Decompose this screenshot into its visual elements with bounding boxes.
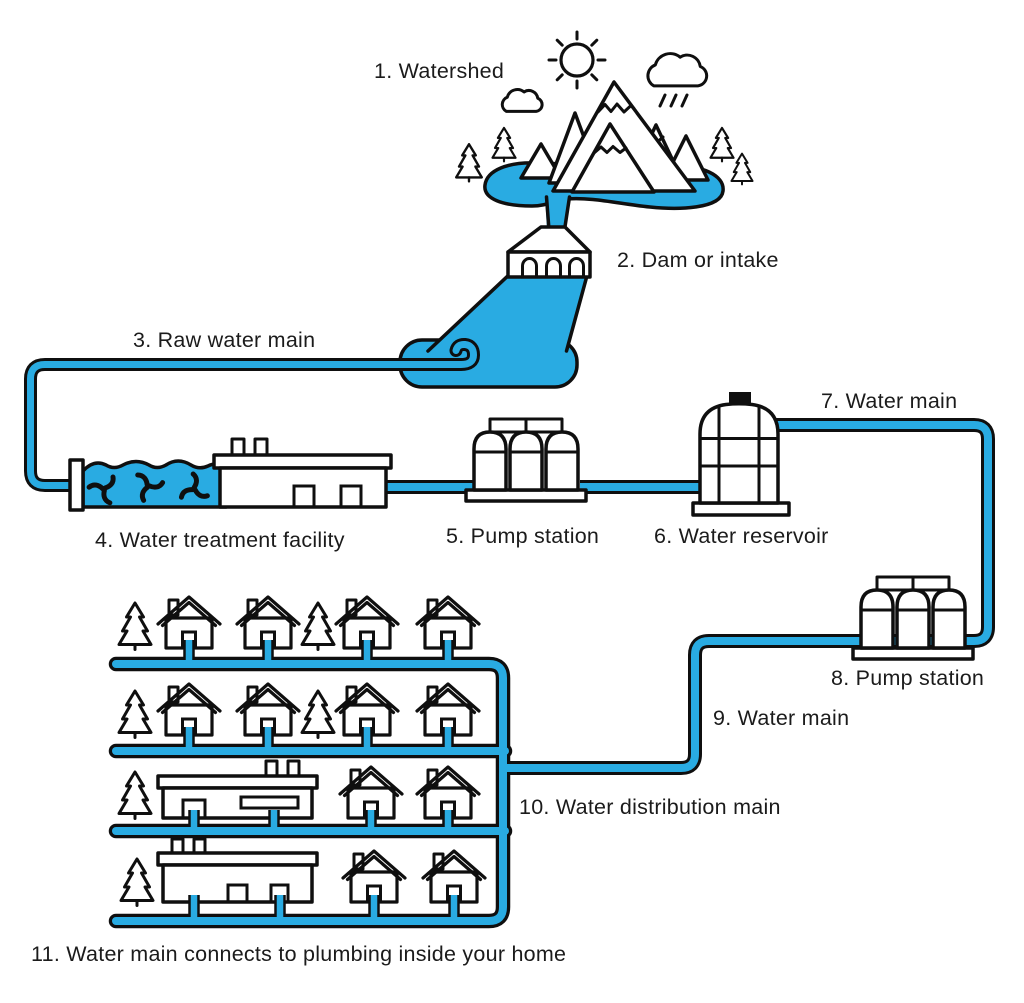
treatment-building [212, 437, 393, 509]
tree-icon [117, 689, 153, 739]
tree-icon [730, 152, 754, 186]
dam-outflow [425, 272, 589, 352]
tree-icon [117, 601, 153, 651]
watershed-illustration [455, 30, 754, 232]
label-water-reservoir: 6. Water reservoir [654, 524, 829, 548]
label-dam-or-intake: 2. Dam or intake [617, 248, 779, 272]
snow-line [592, 145, 628, 155]
tree-icon [119, 857, 155, 907]
label-pump-station-5: 5. Pump station [446, 524, 599, 548]
labels: 1. Watershed 2. Dam or intake 3. Raw wat… [31, 59, 984, 966]
label-water-treatment: 4. Water treatment facility [95, 528, 345, 552]
dam [506, 225, 592, 279]
snow-line [596, 102, 637, 114]
stream [544, 194, 572, 232]
apartment-building [156, 759, 319, 820]
water-reservoir-tank [691, 392, 791, 517]
dam-and-intake [398, 225, 592, 389]
house-icon [421, 849, 487, 904]
label-home-plumbing: 11. Water main connects to plumbing insi… [31, 942, 566, 966]
raw-water-main-pipe [24, 337, 481, 492]
label-pump-station-8: 8. Pump station [831, 666, 984, 690]
label-distribution-main: 10. Water distribution main [519, 795, 781, 819]
tree-icon [300, 689, 336, 739]
sun-icon [547, 30, 607, 90]
water-treatment-facility [68, 437, 393, 512]
label-water-main-9: 9. Water main [713, 706, 849, 730]
apartment-building [156, 837, 319, 904]
rain-icon [658, 93, 689, 108]
tree-icon [491, 126, 517, 163]
distribution-network-pipes [108, 418, 995, 929]
pump-station [464, 417, 588, 503]
treatment-basin-water [81, 459, 228, 509]
neighborhood [117, 595, 487, 907]
mountains [519, 80, 710, 194]
tree-icon [455, 142, 483, 183]
reservoir-cap [729, 392, 751, 405]
label-watershed: 1. Watershed [374, 59, 504, 83]
cloud-icon [500, 87, 544, 113]
rain-cloud-icon [648, 54, 707, 86]
tree-icon [709, 126, 735, 163]
basin-inlet [68, 458, 85, 512]
label-raw-water-main: 3. Raw water main [133, 328, 315, 352]
house-icon [341, 849, 407, 904]
tree-icon [117, 770, 153, 820]
label-water-main-7: 7. Water main [821, 389, 957, 413]
pump-station [851, 575, 975, 661]
tree-icon [300, 601, 336, 651]
